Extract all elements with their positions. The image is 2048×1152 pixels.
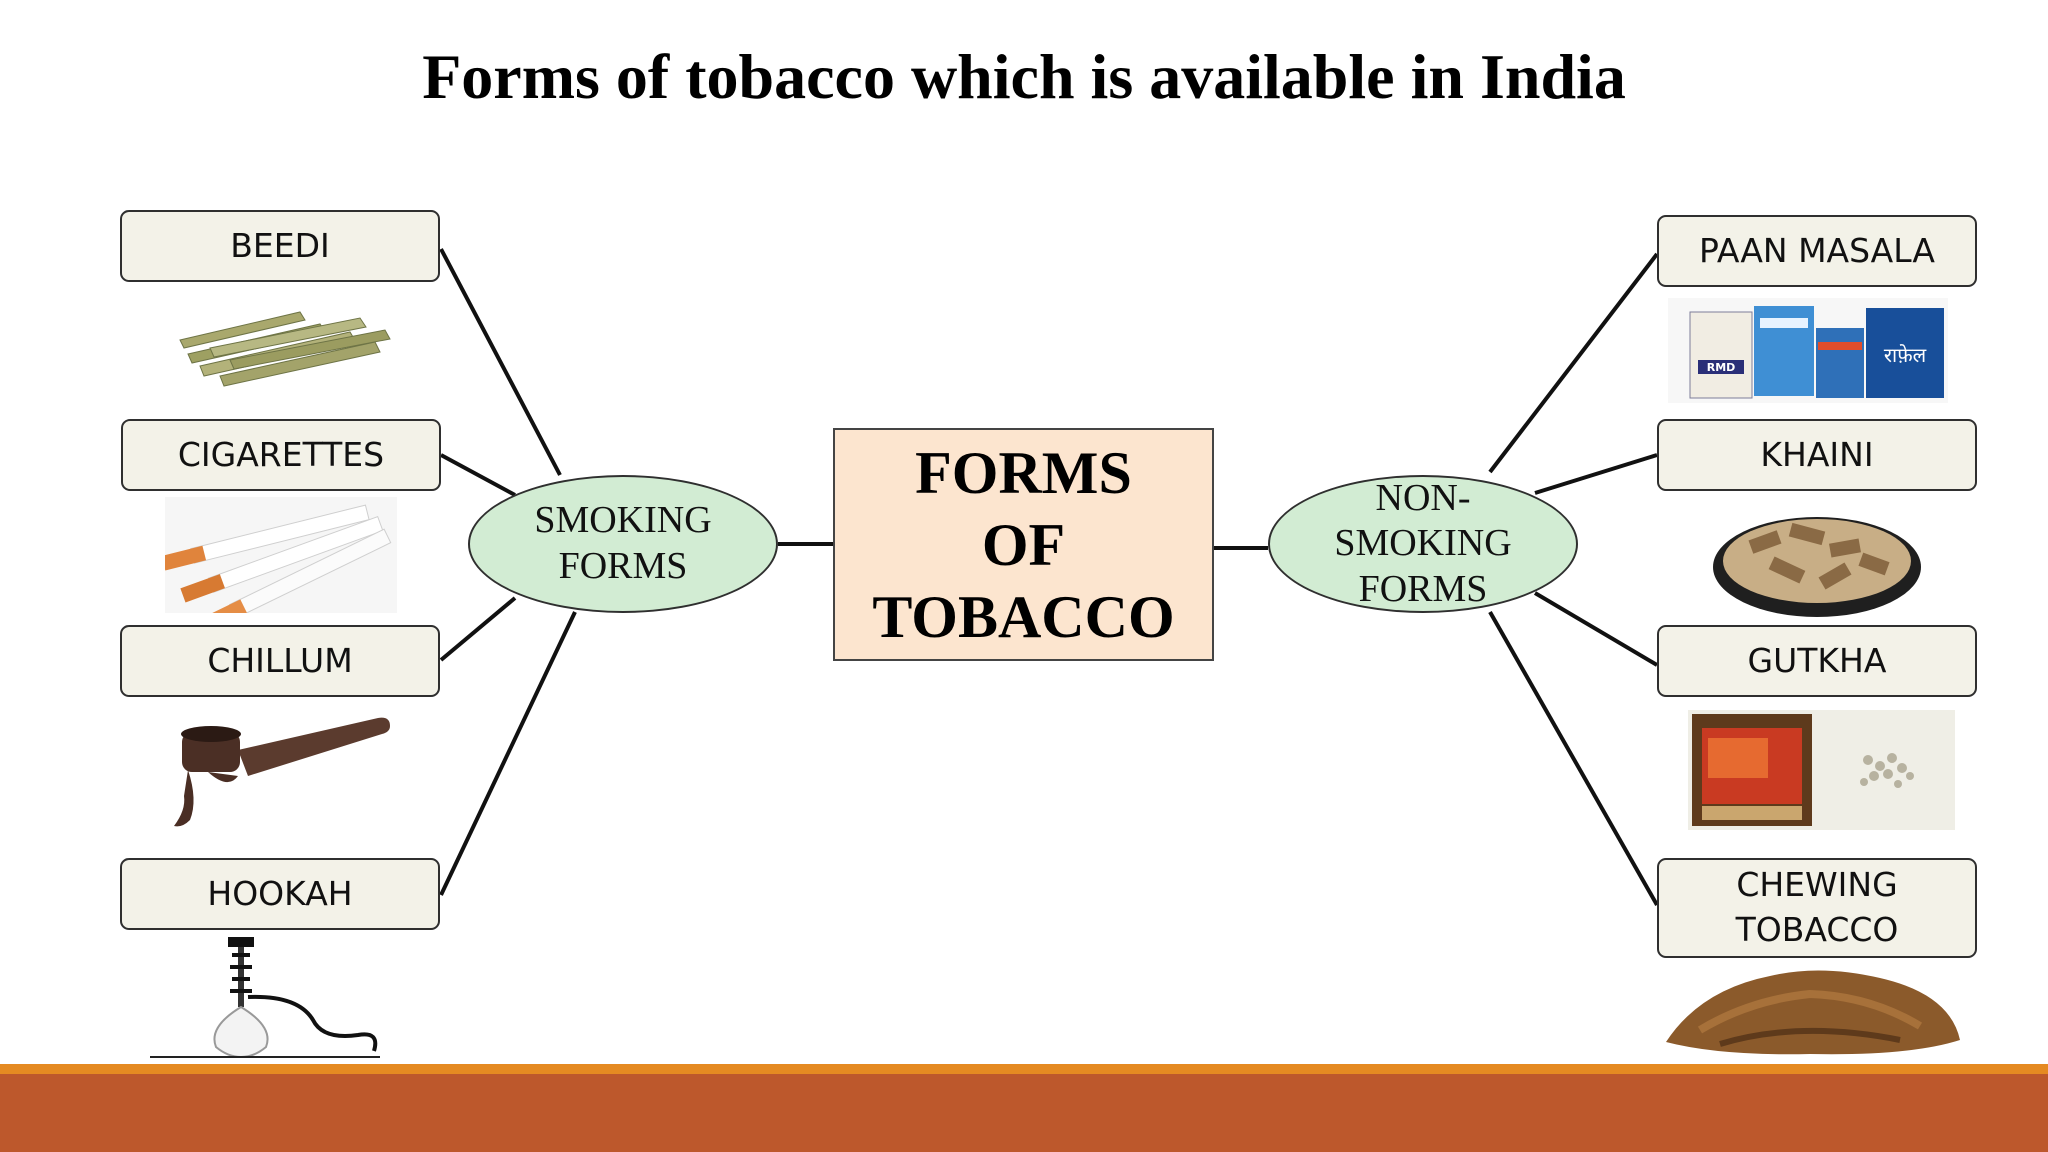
rafale-packet-text: राफ़ेल	[1884, 343, 1927, 367]
hookah-image	[150, 937, 380, 1059]
line-beedi	[439, 248, 562, 476]
box-khaini-label: KHAINI	[1760, 434, 1874, 474]
ellipse-smoking-forms: SMOKING FORMS	[468, 475, 778, 613]
box-cigarettes-label: CIGARETTES	[177, 434, 385, 474]
gutkha-image	[1688, 710, 1955, 830]
center-forms-of-tobacco: FORMS OF TOBACCO	[833, 428, 1214, 661]
footer-stripe-rust	[0, 1074, 2048, 1152]
chillum-pipe-image	[174, 717, 390, 827]
box-beedi: BEEDI	[120, 210, 440, 282]
box-chewing-tobacco: CHEWING TOBACCO	[1657, 858, 1977, 958]
footer-stripe-orange	[0, 1064, 2048, 1074]
non-smoking-forms-label: NON- SMOKING FORMS	[1334, 476, 1512, 610]
box-chillum: CHILLUM	[120, 625, 440, 697]
box-gutkha: GUTKHA	[1657, 625, 1977, 697]
cigarettes-image	[165, 497, 397, 613]
box-cigarettes: CIGARETTES	[121, 419, 441, 491]
box-chillum-label: CHILLUM	[207, 640, 353, 680]
box-paan-masala-label: PAAN MASALA	[1699, 230, 1935, 270]
line-cigarettes	[440, 453, 516, 497]
rmd-packet-text: RMD	[1707, 361, 1736, 374]
box-khaini: KHAINI	[1657, 419, 1977, 491]
box-beedi-label: BEEDI	[230, 225, 330, 265]
box-hookah-label: HOOKAH	[207, 873, 353, 913]
smoking-forms-label: SMOKING FORMS	[534, 499, 712, 587]
box-gutkha-label: GUTKHA	[1747, 640, 1887, 680]
line-chewing-tobacco	[1488, 611, 1659, 906]
khaini-bowl-image	[1713, 517, 1921, 617]
line-paan-masala	[1488, 252, 1659, 474]
paan-masala-packets-image: RMD राफ़ेल	[1668, 298, 1948, 403]
line-chillum	[439, 596, 517, 662]
ellipse-non-smoking-forms: NON- SMOKING FORMS	[1268, 475, 1578, 613]
box-paan-masala: PAAN MASALA	[1657, 215, 1977, 287]
chewing-tobacco-image	[1666, 970, 1960, 1055]
box-chewing-tobacco-label: CHEWING TOBACCO	[1735, 865, 1899, 949]
line-gutkha	[1533, 591, 1659, 667]
line-hookah	[439, 611, 577, 896]
box-hookah: HOOKAH	[120, 858, 440, 930]
beedi-image	[179, 311, 391, 387]
line-khaini	[1534, 453, 1658, 495]
slide-title: Forms of tobacco which is available in I…	[422, 41, 1626, 112]
